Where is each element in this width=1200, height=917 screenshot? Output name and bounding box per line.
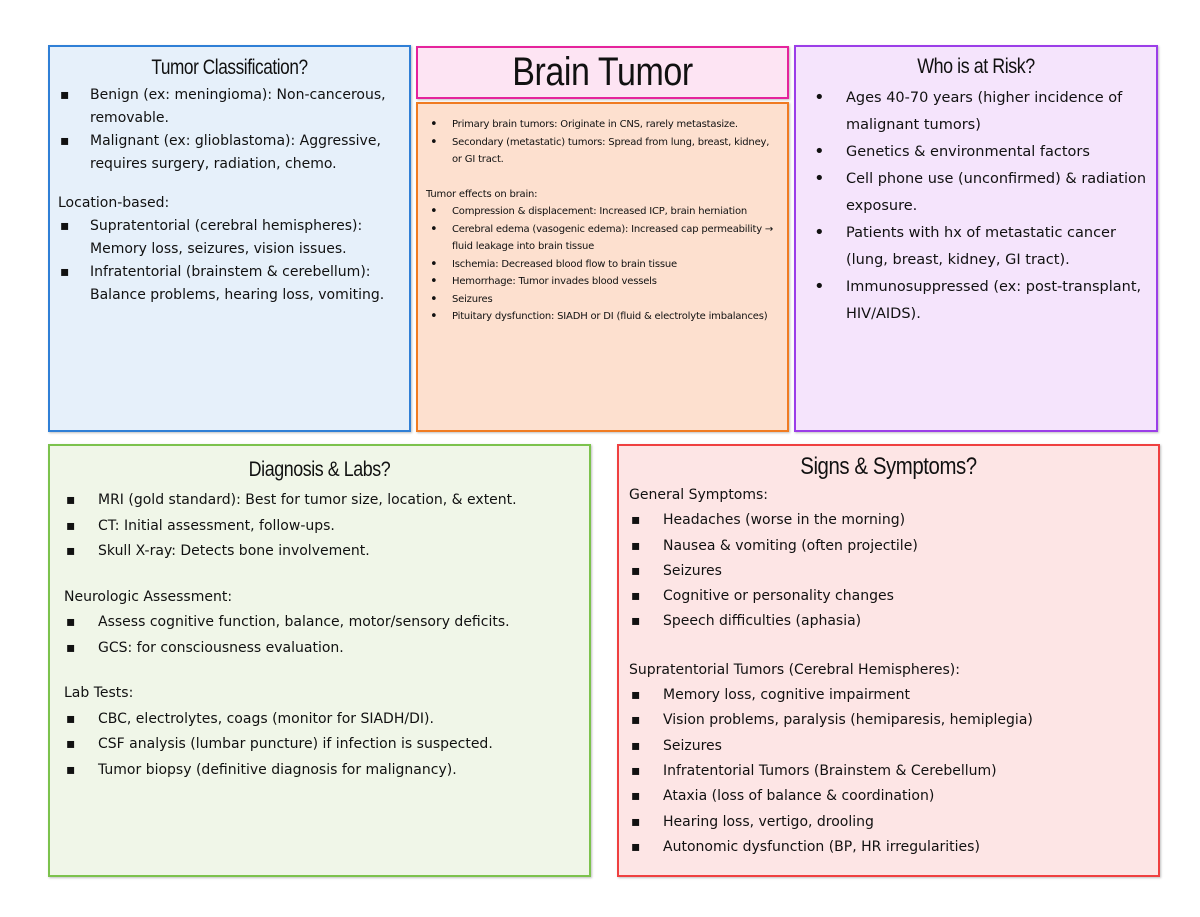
list-item: Compression & displacement: Increased IC…	[426, 203, 777, 221]
list-item: Infratentorial Tumors (Brainstem & Cereb…	[629, 759, 1152, 785]
risk-panel: Who is at Risk? Ages 40-70 years (higher…	[794, 45, 1158, 432]
list-item: Hemorrhage: Tumor invades blood vessels	[426, 273, 777, 291]
list-item: Headaches (worse in the morning)	[629, 508, 1152, 534]
list-item: CT: Initial assessment, follow-ups.	[64, 514, 583, 540]
list-item: Seizures	[629, 734, 1152, 760]
list-item: Benign (ex: meningioma): Non-cancerous, …	[58, 84, 403, 130]
list-item: Immunosuppressed (ex: post-transplant, H…	[802, 273, 1152, 328]
tumor-types-list: Primary brain tumors: Originate in CNS, …	[426, 116, 777, 169]
classification-list: Benign (ex: meningioma): Non-cancerous, …	[58, 84, 403, 176]
list-item: Memory loss, cognitive impairment	[629, 683, 1152, 709]
list-item: Cell phone use (unconfirmed) & radiation…	[802, 165, 1152, 220]
effects-label: Tumor effects on brain:	[426, 188, 538, 200]
location-list: Supratentorial (cerebral hemispheres): M…	[58, 215, 403, 307]
list-item: Seizures	[629, 559, 1152, 585]
list-item: MRI (gold standard): Best for tumor size…	[64, 488, 583, 514]
list-item: Patients with hx of metastatic cancer (l…	[802, 219, 1152, 274]
general-label: General Symptoms:	[629, 487, 769, 503]
list-item: Nausea & vomiting (often projectile)	[629, 534, 1152, 560]
risk-list: Ages 40-70 years (higher incidence of ma…	[802, 84, 1152, 328]
list-item: Autonomic dysfunction (BP, HR irregulari…	[629, 835, 1152, 861]
list-item: Malignant (ex: glioblastoma): Aggressive…	[58, 130, 403, 176]
imaging-list: MRI (gold standard): Best for tumor size…	[64, 488, 583, 565]
list-item: Infratentorial (brainstem & cerebellum):…	[58, 261, 403, 307]
diagnosis-panel: Diagnosis & Labs? MRI (gold standard): B…	[48, 444, 591, 877]
list-item: Genetics & environmental factors	[802, 138, 1152, 166]
list-item: GCS: for consciousness evaluation.	[64, 636, 583, 662]
neuro-list: Assess cognitive function, balance, moto…	[64, 610, 583, 661]
list-item: Vision problems, paralysis (hemiparesis,…	[629, 708, 1152, 734]
list-item: Assess cognitive function, balance, moto…	[64, 610, 583, 636]
list-item: Tumor biopsy (definitive diagnosis for m…	[64, 758, 583, 784]
effects-list: Compression & displacement: Increased IC…	[426, 203, 777, 326]
list-item: Seizures	[426, 291, 777, 309]
classification-heading: Tumor Classification?	[151, 56, 308, 79]
diagnosis-heading: Diagnosis & Labs?	[248, 458, 391, 481]
list-item: Supratentorial (cerebral hemispheres): M…	[58, 215, 403, 261]
list-item: Pituitary dysfunction: SIADH or DI (flui…	[426, 308, 777, 326]
symptoms-heading: Signs & Symptoms?	[800, 453, 977, 480]
symptoms-panel: Signs & Symptoms? General Symptoms: Head…	[617, 444, 1160, 877]
location-label: Location-based:	[58, 195, 170, 211]
list-item: Skull X-ray: Detects bone involvement.	[64, 539, 583, 565]
tumor-classification-panel: Tumor Classification? Benign (ex: mening…	[48, 45, 411, 432]
list-item: Speech difficulties (aphasia)	[629, 609, 1152, 635]
list-item: CSF analysis (lumbar puncture) if infect…	[64, 732, 583, 758]
title-panel: Brain Tumor	[416, 46, 789, 99]
list-item: CBC, electrolytes, coags (monitor for SI…	[64, 707, 583, 733]
general-list: Headaches (worse in the morning) Nausea …	[629, 508, 1152, 635]
list-item: Ischemia: Decreased blood flow to brain …	[426, 256, 777, 274]
page-title: Brain Tumor	[512, 50, 693, 94]
supra-list: Memory loss, cognitive impairment Vision…	[629, 683, 1152, 860]
overview-panel: Primary brain tumors: Originate in CNS, …	[416, 102, 789, 432]
list-item: Cognitive or personality changes	[629, 584, 1152, 610]
list-item: Secondary (metastatic) tumors: Spread fr…	[426, 134, 777, 169]
list-item: Ages 40-70 years (higher incidence of ma…	[802, 84, 1152, 139]
list-item: Cerebral edema (vasogenic edema): Increa…	[426, 221, 777, 256]
list-item: Ataxia (loss of balance & coordination)	[629, 784, 1152, 810]
labs-label: Lab Tests:	[64, 685, 134, 701]
supra-label: Supratentorial Tumors (Cerebral Hemisphe…	[629, 661, 960, 678]
list-item: Primary brain tumors: Originate in CNS, …	[426, 116, 777, 134]
neuro-label: Neurologic Assessment:	[64, 588, 233, 605]
labs-list: CBC, electrolytes, coags (monitor for SI…	[64, 707, 583, 784]
risk-heading: Who is at Risk?	[917, 55, 1035, 78]
list-item: Hearing loss, vertigo, drooling	[629, 810, 1152, 836]
